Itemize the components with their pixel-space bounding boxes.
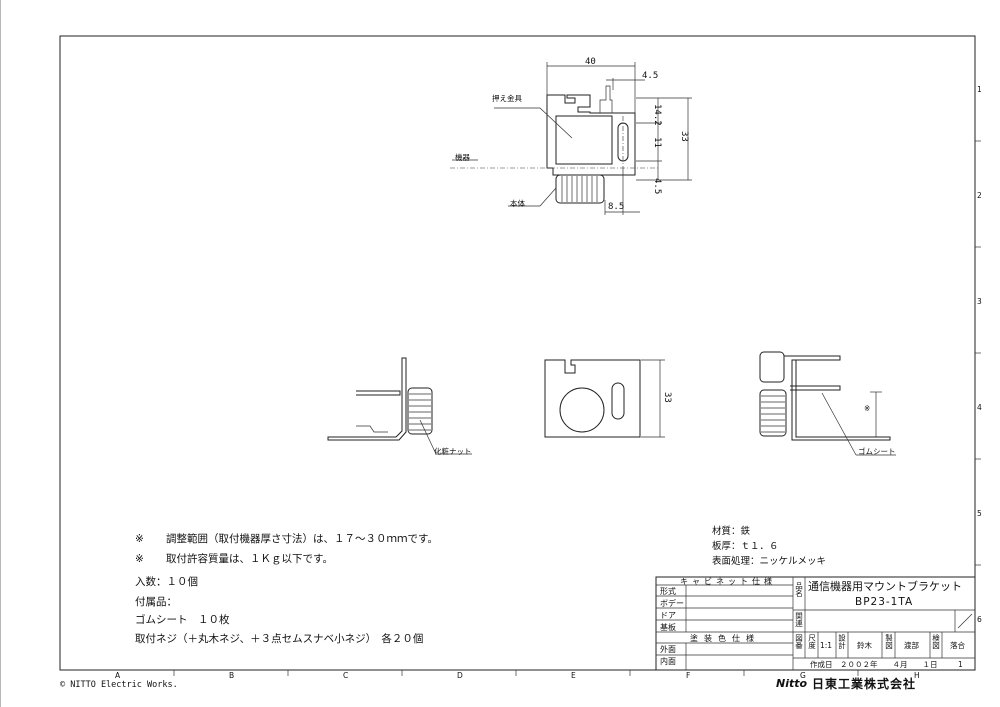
drawing-number-label: 図番	[794, 634, 804, 649]
finish-text: 表面処理：ニッケルメッキ	[712, 556, 827, 567]
scale-label: 尺度	[807, 634, 817, 649]
spec-row-body: ボデー	[660, 599, 684, 608]
paint-spec-header: 塗装色仕様	[690, 634, 760, 643]
note-mark-1: ※	[135, 533, 144, 545]
dim-4-5-side: 4.5	[652, 178, 662, 195]
product-name: 通信機器用マウントブラケット	[808, 580, 962, 593]
thickness-text: 板厚：ｔ１．６	[712, 541, 779, 552]
material-text: 材質：鉄	[712, 526, 751, 537]
dim-8-5: 8.5	[608, 202, 625, 212]
zone-col-d: D	[457, 671, 463, 680]
cabinet-spec-header: キャビネット仕様	[680, 577, 776, 586]
note-accessories: 付属品：	[135, 596, 177, 608]
zone-col-a: A	[115, 671, 121, 680]
dim-14-2: 14.2	[652, 104, 662, 126]
paint-row-inner: 内面	[660, 657, 676, 666]
note-max-load: 取付許容質量は、１Ｋｇ以下です。	[166, 553, 333, 565]
dim-33: 33	[679, 131, 689, 142]
note-adjust-range: 調整範囲（取付機器厚さ寸法）は、１７～３０ｍｍです。	[166, 533, 438, 545]
zone-row-4: 4	[977, 403, 982, 412]
model-number: BP23-1TA	[855, 596, 914, 608]
sheet-border	[59, 35, 976, 671]
check-value: 落合	[950, 641, 965, 650]
spec-row-type: 形式	[660, 587, 676, 596]
related-label: 関連	[794, 612, 804, 627]
right-side-view	[759, 351, 896, 456]
creation-date: 作成日 ２００２年 ４月 １日	[810, 660, 938, 669]
zone-col-c: C	[343, 671, 349, 680]
zone-col-b: B	[229, 671, 235, 680]
body-label: 本体	[510, 199, 525, 208]
left-side-view	[327, 357, 472, 455]
spec-row-door: ドア	[660, 611, 676, 620]
design-value: 鈴木	[857, 641, 872, 650]
company-name: 日東工業株式会社	[812, 677, 917, 691]
copyright: © NITTO Electric Works.	[60, 680, 178, 690]
zone-col-e: E	[571, 671, 576, 680]
holder-label: 押え金具	[492, 94, 522, 103]
dim-40: 40	[585, 57, 596, 67]
note-mark-2: ※	[135, 553, 144, 565]
nitto-logo: Nitto	[776, 677, 808, 690]
device-label: 機器	[455, 153, 470, 162]
draw-label: 製図	[884, 634, 894, 649]
dim-4-5-top: 4.5	[642, 71, 659, 81]
zone-col-h: H	[914, 671, 920, 680]
sheet-mark: 1	[958, 660, 963, 669]
title-block	[655, 576, 976, 671]
zone-row-6: 6	[977, 615, 982, 624]
dim-33-front: 33	[662, 392, 672, 403]
top-view	[450, 62, 692, 215]
design-label: 設計	[837, 634, 847, 649]
draw-value: 渡部	[904, 641, 919, 650]
front-view	[544, 359, 665, 438]
note-screws: 取付ネジ（＋丸木ネジ、＋３点セムスナベ小ネジ） 各２０個	[135, 633, 424, 645]
zone-col-f: F	[686, 671, 691, 680]
scale-value: 1:1	[820, 641, 833, 650]
asterisk-mark: ※	[864, 404, 871, 413]
rubber-sheet-label: ゴムシート	[858, 447, 896, 456]
zone-col-g: G	[800, 671, 806, 680]
zone-row-1: 1	[977, 85, 982, 94]
check-label: 検図	[931, 634, 941, 649]
dim-11: 11	[652, 137, 662, 148]
paint-row-outer: 外面	[660, 645, 676, 654]
zone-row-3: 3	[977, 297, 982, 306]
note-rubber-sheet: ゴムシート １０枚	[135, 614, 230, 626]
zone-row-2: 2	[977, 191, 982, 200]
note-quantity: 入数：１０個	[135, 576, 198, 588]
name-label: 品名	[794, 582, 804, 597]
cosmetic-nut-label: 化粧ナット	[434, 447, 472, 456]
zone-ticks	[173, 140, 981, 676]
zone-row-5: 5	[977, 509, 982, 518]
spec-row-board: 基板	[660, 623, 676, 632]
